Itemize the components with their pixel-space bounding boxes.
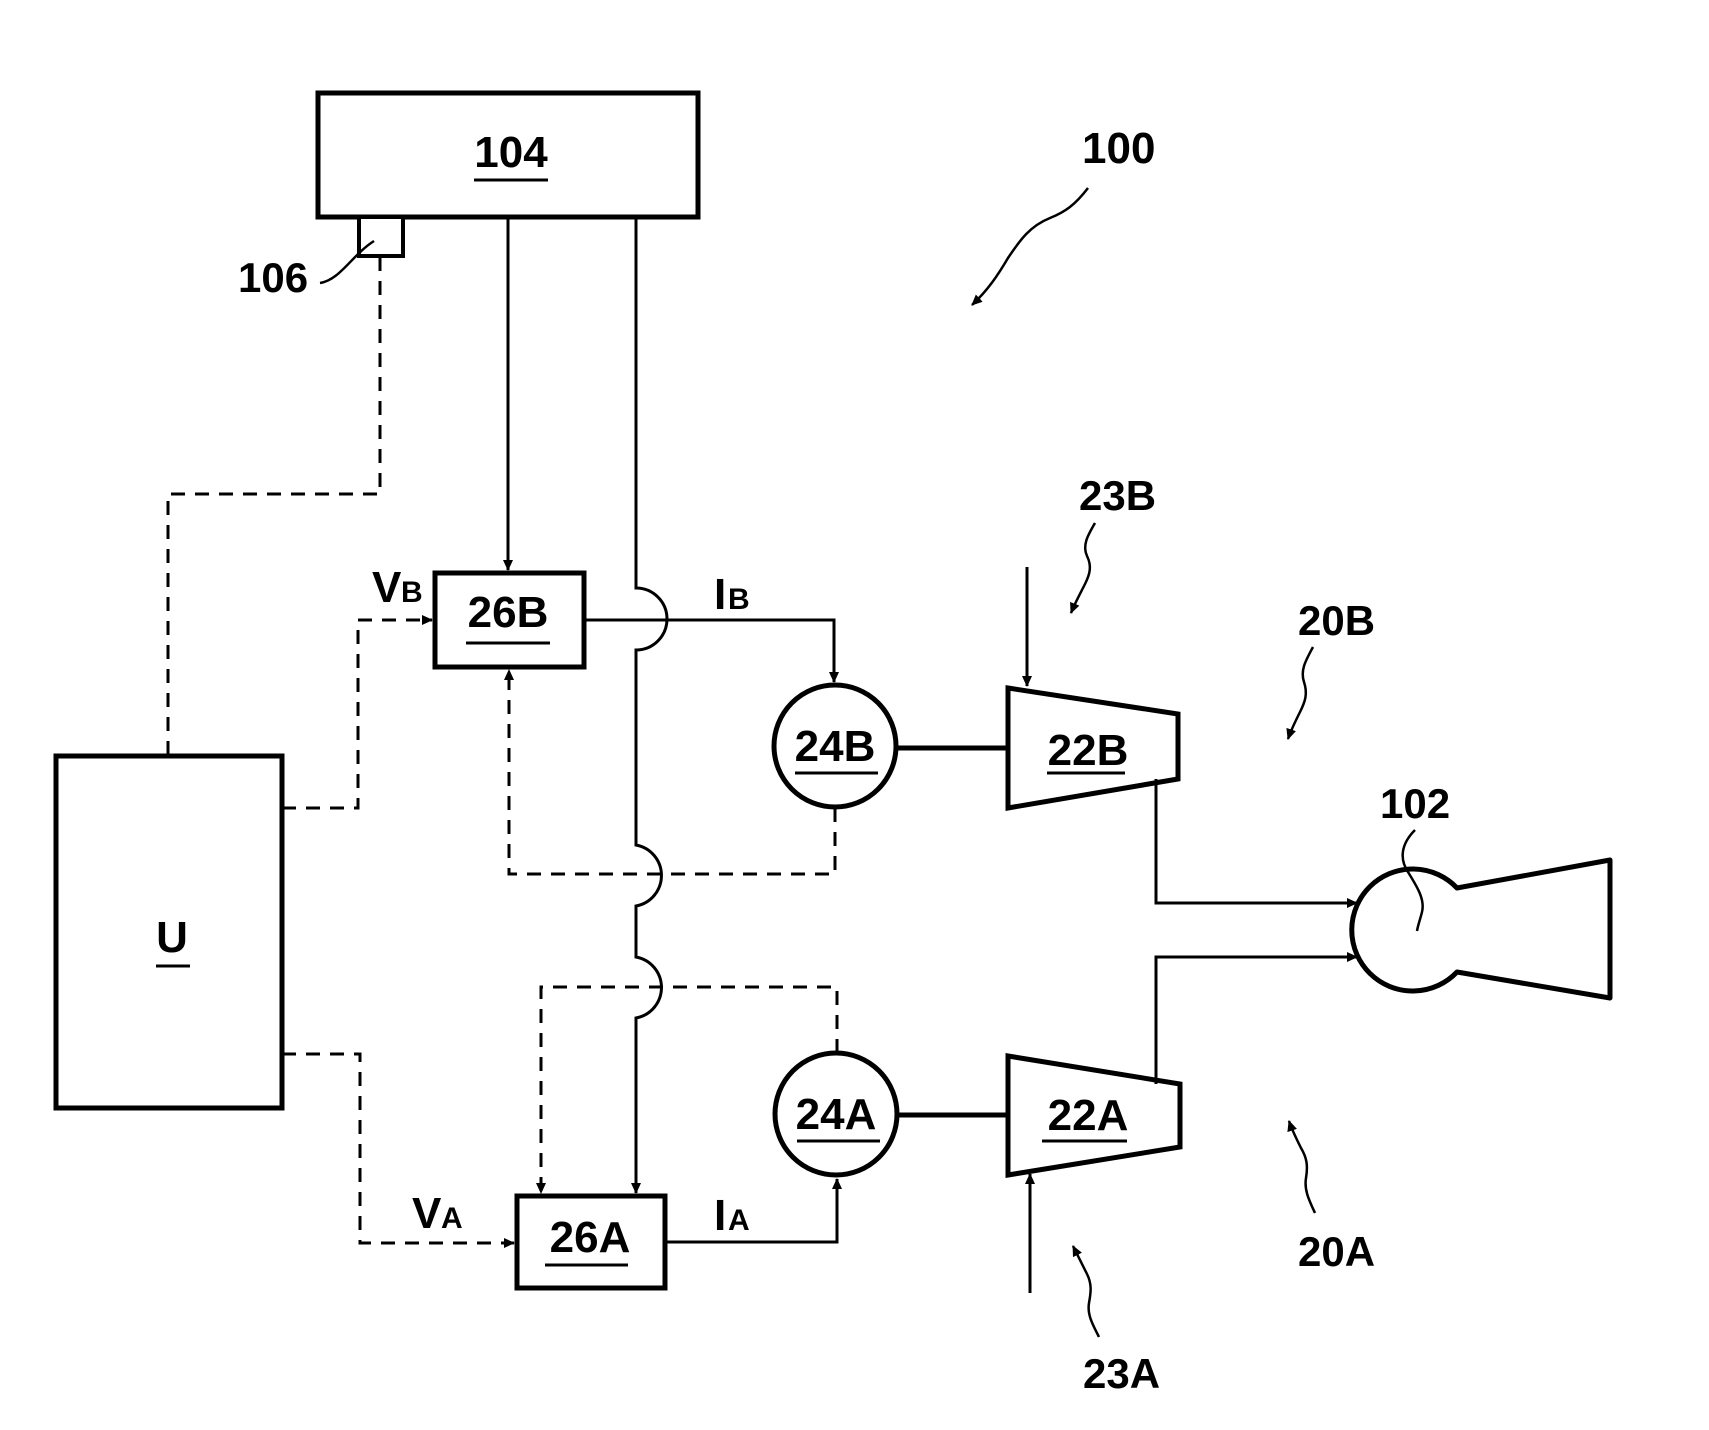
control-unit-box [53,753,285,1111]
callout-20b: 20B [1286,597,1375,740]
supply-to-26a-wire [631,217,669,1194]
callout-23b-leader [1069,522,1097,614]
feed-line-a [1154,952,1358,1084]
converter-26b-box [432,570,587,670]
va-label-main: V [412,1189,442,1238]
system-callout-100: 100 [971,124,1155,306]
motor-24a: 24A [772,1050,900,1178]
va-label: V A [412,1189,463,1238]
va-command-dashed-line [282,1052,515,1248]
supply-block-104: 104 [315,90,701,220]
callout-23b-label: 23B [1079,472,1156,519]
pump-22a-label: 22A [1048,1091,1129,1140]
supply-label: 104 [474,128,548,177]
system-leader-arrow [971,187,1089,306]
callout-20b-label: 20B [1298,597,1375,644]
control-unit-label: U [156,913,188,962]
chamber-leader-line [1401,829,1424,932]
converter-26b-label: 26B [468,588,549,637]
vb-label-sub: B [401,576,423,609]
vb-label: V B [372,563,423,612]
ib-label-main: I [714,570,726,619]
converter-26a: 26A [514,1193,668,1291]
callout-20a-leader [1287,1120,1317,1214]
converter-26a-box [514,1193,668,1291]
ia-label: I A [714,1191,750,1240]
callout-23a-label: 23A [1083,1350,1160,1397]
sensor-leader-line [319,239,375,285]
va-label-sub: A [441,1202,463,1235]
system-label: 100 [1082,124,1155,173]
chamber-nozzle-shape [1349,857,1613,1001]
pump-22a-shape [1005,1053,1183,1178]
callout-20a: 20A [1287,1120,1375,1275]
motor-24b-circle [771,682,899,810]
ia-label-main: I [714,1191,726,1240]
control-unit-u: U [53,753,285,1111]
ib-label-sub: B [728,583,750,616]
callout-23a: 23A [1071,1245,1160,1397]
ib-label: I B [714,570,750,619]
ia-label-sub: A [728,1204,750,1237]
chamber-label: 102 [1380,780,1450,827]
callout-20b-leader [1286,646,1315,740]
vb-label-main: V [372,563,402,612]
sensor-to-control-dashed-line [166,257,382,756]
sensor-label: 106 [238,254,308,301]
callout-20a-label: 20A [1298,1228,1375,1275]
pump-22a: 22A [1005,1053,1183,1178]
pump-22b: 22B [1005,685,1181,811]
ib-current-line [584,618,839,683]
motor-24a-label: 24A [796,1090,877,1139]
supply-box [315,90,701,220]
pump-22b-label: 22B [1048,726,1129,775]
combustion-chamber-102: 102 [1349,780,1613,1001]
motor-b-feedback-dashed-line [504,669,837,876]
pump-22b-shape [1005,685,1181,811]
converter-26b: 26B [432,570,587,670]
callout-23b: 23B [1069,472,1156,614]
feed-line-b [1154,779,1358,908]
sensor-106: 106 [238,215,405,301]
converter-26a-label: 26A [550,1213,631,1262]
motor-a-feedback-dashed-line [536,985,839,1194]
motor-24b-label: 24B [795,722,876,771]
motor-24b: 24B [771,682,899,810]
vb-command-dashed-line [282,615,433,810]
sensor-box [357,215,405,258]
ia-current-line [665,1178,842,1244]
callout-23a-leader [1071,1245,1101,1338]
